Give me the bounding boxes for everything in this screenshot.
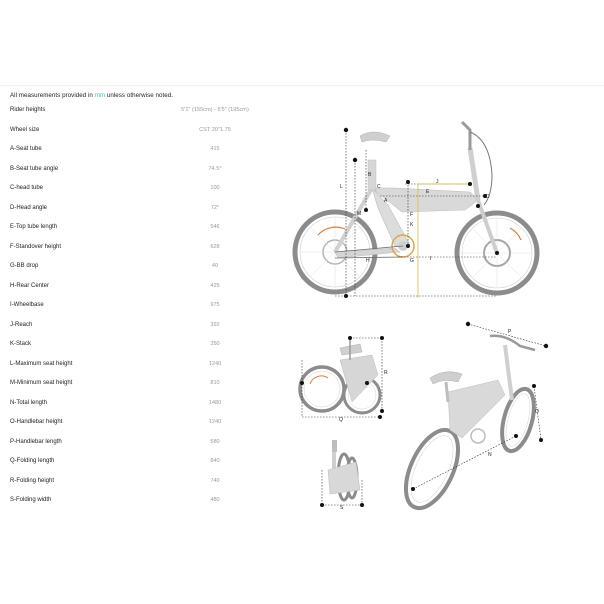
spec-row: F-Standover height 628 (10, 244, 275, 263)
dim-letter: H (366, 258, 370, 264)
spec-label: Wheel size (10, 126, 40, 133)
dim-letter: L (340, 184, 343, 190)
spec-row: S-Folding width 480 (10, 497, 275, 516)
spec-row: Rider heights 5'1" (155cm) - 6'5" (195cm) (10, 107, 275, 126)
dim-letter: S (340, 505, 344, 511)
spec-row: O-Handlebar height 1240 (10, 419, 275, 438)
spec-value: 1240 (208, 419, 222, 425)
header-divider (0, 85, 604, 86)
side-dimensions (335, 130, 497, 297)
dim-letter: N (488, 452, 492, 458)
spec-row: C-head tube 100 (10, 185, 275, 204)
spec-label: E-Top tube length (10, 224, 58, 230)
side-markers (343, 127, 499, 298)
dim-letter: C (377, 184, 381, 190)
spec-value: 425 (210, 282, 220, 289)
spec-label: O-Handlebar height (10, 419, 63, 425)
spec-value: 810 (210, 380, 220, 386)
spec-label: I-Wheelbase (10, 302, 44, 308)
spec-row: P-Handlebar length 580 (10, 439, 275, 458)
measurement-note: All measurements provided in mm unless o… (10, 92, 173, 99)
spec-row: L-Maximum seat height 1240 (10, 361, 275, 380)
spec-value: 1480 (208, 399, 222, 406)
spec-row: Wheel size CST 20"1.75 (10, 127, 275, 146)
bike-geometry-illustration: L M B C A F K J E D H G I (292, 120, 549, 511)
spec-label: Rider heights (10, 107, 46, 113)
folded-bike-side: R Q (298, 336, 388, 423)
dim-letter: J (436, 179, 439, 185)
dim-letter: P (508, 329, 512, 335)
dim-letter: G (410, 258, 414, 264)
spec-value: 840 (210, 458, 220, 464)
spec-row: N-Total length 1480 (10, 400, 275, 419)
spec-row: E-Top tube length 546 (10, 224, 275, 243)
dim-letter: Q (339, 417, 343, 423)
spec-row: H-Rear Center 425 (10, 283, 275, 302)
dim-letter: A (384, 198, 388, 204)
side-letters: L M B C A F K J E D H G I (340, 172, 490, 264)
spec-value: 392 (210, 321, 220, 328)
dim-letter: E (426, 189, 430, 195)
spec-label: A-Seat tube (10, 146, 42, 152)
spec-label: K-Stack (10, 341, 32, 347)
spec-label: P-Handlebar length (10, 438, 62, 445)
spec-value: 40 (211, 263, 219, 269)
spec-label: B-Seat tube angle (10, 165, 59, 172)
spec-label: M-Minimum seat height (10, 380, 73, 386)
frame (333, 120, 499, 259)
spec-value: 546 (210, 224, 220, 230)
spec-value: 480 (210, 497, 220, 503)
folded-bike-front: S (320, 440, 364, 511)
spec-value: 580 (210, 438, 220, 445)
spec-row: M-Minimum seat height 810 (10, 380, 275, 399)
spec-value: 975 (210, 302, 220, 308)
spec-label: S-Folding width (10, 497, 52, 503)
note-unit: mm (94, 92, 106, 99)
spec-label: D-Head angle (10, 204, 48, 211)
spec-label: N-Total length (10, 399, 48, 406)
spec-value: 350 (210, 341, 220, 347)
spec-value: 628 (210, 243, 220, 250)
note-suffix: unless otherwise noted. (105, 92, 174, 99)
spec-label: C-head tube (10, 185, 44, 191)
spec-row: J-Reach 392 (10, 322, 275, 341)
dim-letter: M (357, 211, 361, 217)
spec-row: D-Head angle 72° (10, 205, 275, 224)
spec-label: F-Standover height (10, 243, 62, 250)
spec-row: K-Stack 350 (10, 341, 275, 360)
spec-value: 740 (210, 477, 220, 484)
spec-label: J-Reach (10, 321, 33, 328)
dim-letter: F (410, 212, 413, 218)
spec-label: G-BB drop (10, 263, 39, 269)
spec-row: Q-Folding length 840 (10, 458, 275, 477)
spec-row: R-Folding height 740 (10, 478, 275, 497)
spec-label: R-Folding height (10, 477, 55, 484)
spec-value: 72° (210, 204, 220, 211)
side-view-bike: L M B C A F K J E D H G I (292, 120, 540, 298)
dim-letter: K (410, 222, 414, 228)
spec-value: 1240 (208, 360, 222, 367)
spec-row: B-Seat tube angle 74.5° (10, 166, 275, 185)
spec-label: Q-Folding length (10, 458, 55, 464)
spec-value: CST 20"1.75 (199, 126, 231, 133)
dim-letter: O (535, 409, 539, 415)
dim-letter: I (430, 256, 431, 262)
spec-row: I-Wheelbase 975 (10, 302, 275, 321)
spec-label: H-Rear Center (10, 282, 50, 289)
dim-letter: D (486, 194, 490, 200)
spec-value: 415 (210, 146, 220, 152)
spec-value: 74.5° (208, 165, 222, 172)
spec-row: G-BB drop 40 (10, 263, 275, 282)
dim-letter: B (368, 172, 372, 178)
spec-value: 100 (210, 185, 220, 191)
note-prefix: All measurements provided in (10, 92, 95, 99)
spec-value: 5'1" (155cm) - 6'5" (195cm) (181, 107, 249, 113)
spec-row: A-Seat tube 415 (10, 146, 275, 165)
perspective-bike: P O N (403, 321, 549, 511)
dim-letter: R (384, 370, 388, 376)
spec-label: L-Maximum seat height (10, 360, 73, 367)
